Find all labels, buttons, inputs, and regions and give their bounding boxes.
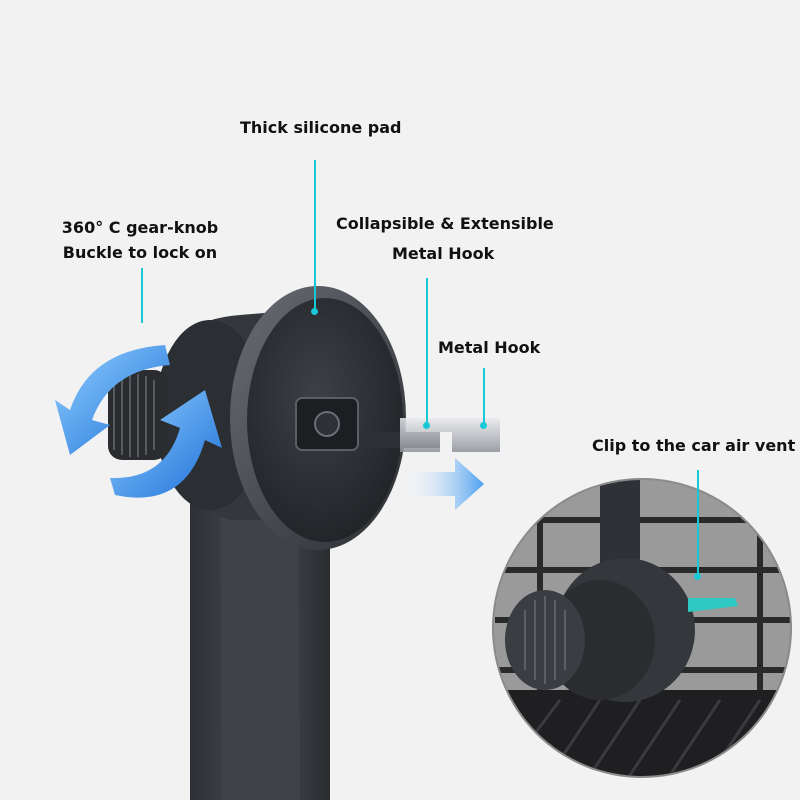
- vent-inset: [492, 478, 792, 778]
- leader-dot-metal-hook: [480, 422, 487, 429]
- label-collapsible-line1: Collapsible & Extensible: [336, 214, 554, 233]
- mount-arm: [190, 470, 330, 800]
- label-gear-knob-line2: Buckle to lock on: [62, 243, 218, 262]
- gear-knob: [108, 370, 168, 460]
- rotate-arrows-icon: [55, 345, 222, 498]
- label-gear-knob-line1: 360° C gear-knob: [61, 218, 219, 237]
- label-silicone-pad: Thick silicone pad: [240, 118, 402, 137]
- leader-silicone-pad: [314, 160, 316, 310]
- leader-gear-knob: [141, 268, 143, 323]
- label-collapsible-line2: Metal Hook: [392, 244, 495, 263]
- label-metal-hook: Metal Hook: [438, 338, 541, 357]
- leader-clip-vent: [697, 470, 699, 575]
- leader-dot-silicone-pad: [311, 308, 318, 315]
- leader-collapsible: [426, 278, 428, 424]
- label-clip-vent: Clip to the car air vent: [592, 436, 796, 455]
- leader-metal-hook: [483, 368, 485, 424]
- leader-dot-clip-vent: [694, 573, 701, 580]
- leader-dot-collapsible: [423, 422, 430, 429]
- slide-right-arrow-icon: [400, 458, 484, 510]
